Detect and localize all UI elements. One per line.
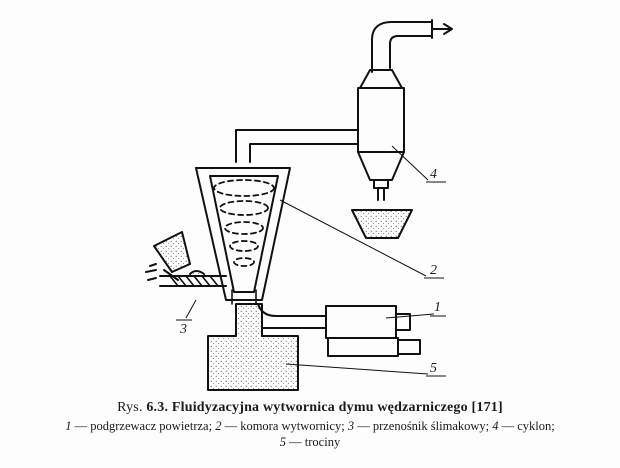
legend-text: — komora wytwornicy;	[221, 419, 348, 433]
callout-2: 2	[430, 263, 437, 278]
leader-line-4	[391, 145, 429, 181]
legend-number: 1	[65, 419, 72, 433]
connecting-duct	[235, 129, 359, 163]
smoke-generator-diagram: 1 2 3 4 5	[145, 19, 453, 391]
callout-3: 3	[179, 322, 187, 337]
legend-number: 4	[492, 419, 499, 433]
callout-4: 4	[430, 167, 437, 182]
callout-5: 5	[430, 361, 437, 376]
caption-title-line: Rys. 6.3. Fluidyzacyjna wytwornica dymu …	[0, 398, 620, 418]
legend-text: — trociny	[286, 435, 341, 449]
legend-text: — przenośnik ślimakowy;	[354, 419, 493, 433]
callout-1: 1	[434, 300, 441, 315]
figure-caption: Rys. 6.3. Fluidyzacyjna wytwornica dymu …	[0, 398, 620, 450]
leader-line-2	[279, 199, 427, 277]
legend-number: 2	[215, 419, 222, 433]
cyclone	[357, 19, 453, 201]
generator-chamber	[195, 167, 291, 305]
caption-legend-line-1: 1 — podgrzewacz powietrza; 2 — komora wy…	[0, 418, 620, 434]
legend-number: 3	[347, 419, 355, 433]
legend-text: — podgrzewacz powietrza;	[71, 419, 216, 433]
air-heater	[257, 303, 421, 357]
caption-label: Rys.	[117, 400, 143, 415]
legend-text: — cyklon;	[498, 419, 555, 433]
legend-number: 5	[279, 435, 287, 449]
collector-tray	[351, 209, 413, 239]
caption-number: 6.3.	[146, 400, 169, 415]
sawdust-container	[207, 303, 299, 391]
screw-conveyor	[145, 231, 227, 287]
leader-line-1	[385, 313, 435, 319]
leader-line-3	[185, 299, 197, 319]
leader-line-5	[285, 363, 429, 375]
caption-title: Fluidyzacyjna wytwornica dymu wędzarnicz…	[171, 400, 503, 415]
caption-legend-line-2: 5 — trociny	[0, 434, 620, 450]
